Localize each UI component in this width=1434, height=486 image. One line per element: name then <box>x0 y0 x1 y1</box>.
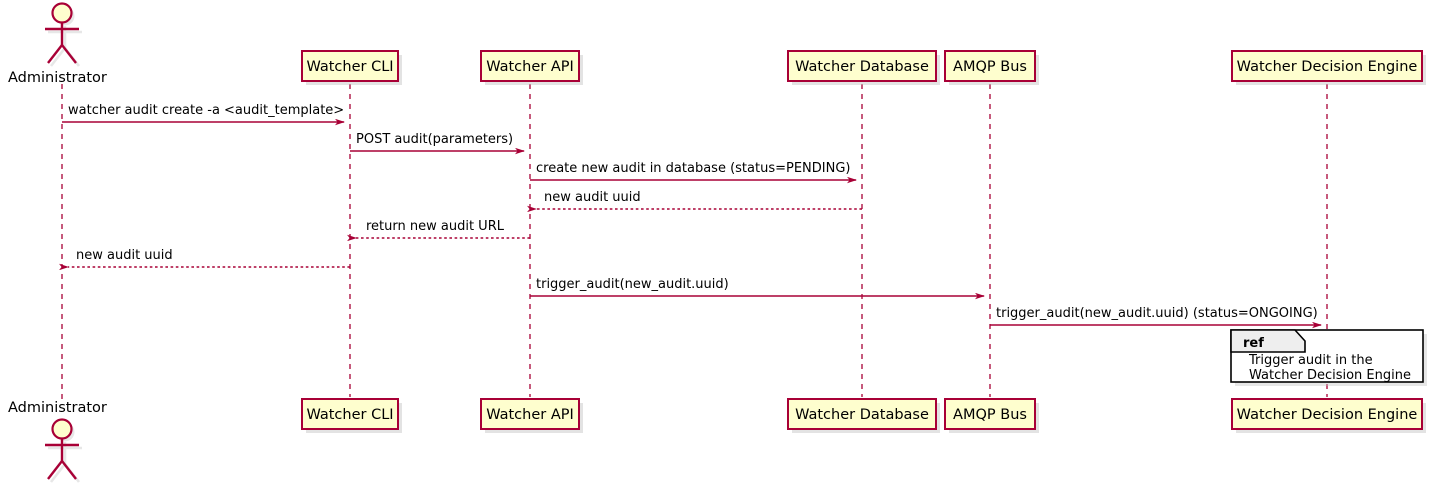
actor-left-leg-icon-bottom <box>47 460 63 480</box>
participant-rect <box>1231 398 1423 430</box>
participant-label: Watcher CLI <box>306 407 393 423</box>
message-3[interactable]: create new audit in database (status=PEN… <box>530 161 857 184</box>
message-4[interactable]: new audit uuid <box>527 190 862 213</box>
participant-box-watcher-api-top[interactable]: Watcher API <box>480 50 583 85</box>
participant-label: Watcher Database <box>795 59 929 75</box>
message-label: trigger_audit(new_audit.uuid) (status=ON… <box>996 306 1318 321</box>
message-label: create new audit in database (status=PEN… <box>536 161 851 176</box>
participant-label: AMQP Bus <box>953 59 1027 75</box>
message-8[interactable]: trigger_audit(new_audit.uuid) (status=ON… <box>990 306 1322 329</box>
actor-label-administrator-bottom: Administrator <box>8 400 107 416</box>
actor-label-administrator-top: Administrator <box>8 70 107 86</box>
participant-label: Watcher Database <box>795 407 929 423</box>
ref-tab-shape <box>1230 329 1306 353</box>
participant-rect <box>480 50 580 82</box>
participant-box-amqp-bus-bottom[interactable]: AMQP Bus <box>944 398 1039 433</box>
actor-right-leg-icon-bottom <box>61 460 77 480</box>
participant-rect <box>301 50 399 82</box>
participant-rect <box>1231 50 1423 82</box>
participant-box-watcher-database-bottom[interactable]: Watcher Database <box>787 398 940 433</box>
participant-box-amqp-bus-top[interactable]: AMQP Bus <box>944 50 1039 85</box>
ref-tab-label: ref <box>1243 336 1264 351</box>
ref-fragment-box[interactable]: ref Trigger audit in the Watcher Decisio… <box>1230 329 1427 386</box>
participant-rect <box>944 50 1036 82</box>
participant-label: Watcher Decision Engine <box>1237 407 1418 423</box>
message-1[interactable]: watcher audit create -a <audit_template> <box>62 103 345 126</box>
ref-body-line-1: Trigger audit in the <box>1248 353 1373 368</box>
lifelines-group <box>61 84 1328 400</box>
message-2[interactable]: POST audit(parameters) <box>350 132 525 155</box>
participant-label: Watcher API <box>486 59 574 75</box>
participant-box-watcher-api-bottom[interactable]: Watcher API <box>480 398 583 433</box>
participant-label: Watcher CLI <box>306 59 393 75</box>
participant-label: Watcher API <box>486 407 574 423</box>
participant-rect <box>480 398 580 430</box>
message-label: new audit uuid <box>76 248 173 263</box>
participant-rect <box>944 398 1036 430</box>
actor-head-icon <box>51 2 73 24</box>
actor-head-icon-bottom <box>51 418 73 440</box>
participant-box-watcher-decision-engine-top[interactable]: Watcher Decision Engine <box>1231 50 1426 85</box>
participant-label: Watcher Decision Engine <box>1237 59 1418 75</box>
message-label: new audit uuid <box>544 190 641 205</box>
participant-box-watcher-cli-bottom[interactable]: Watcher CLI <box>301 398 402 433</box>
message-7[interactable]: trigger_audit(new_audit.uuid) <box>530 277 985 300</box>
participant-rect <box>301 398 399 430</box>
actor-administrator-bottom[interactable]: Administrator <box>8 400 107 483</box>
participant-box-watcher-database-top[interactable]: Watcher Database <box>787 50 940 85</box>
actor-right-leg-icon <box>61 44 77 64</box>
participant-box-watcher-decision-engine-bottom[interactable]: Watcher Decision Engine <box>1231 398 1426 433</box>
message-label: watcher audit create -a <audit_template> <box>68 103 344 118</box>
actor-administrator-top[interactable]: Administrator <box>8 2 107 87</box>
message-5[interactable]: return new audit URL <box>347 219 530 242</box>
message-6[interactable]: new audit uuid <box>59 248 350 271</box>
message-label: trigger_audit(new_audit.uuid) <box>536 277 729 292</box>
participant-label: AMQP Bus <box>953 407 1027 423</box>
message-label: return new audit URL <box>366 219 505 234</box>
ref-body-line-2: Watcher Decision Engine <box>1249 368 1411 383</box>
message-label: POST audit(parameters) <box>356 132 513 147</box>
participant-rect <box>787 50 937 82</box>
participant-rect <box>787 398 937 430</box>
actor-left-leg-icon <box>47 44 63 64</box>
participant-box-watcher-cli-top[interactable]: Watcher CLI <box>301 50 402 85</box>
